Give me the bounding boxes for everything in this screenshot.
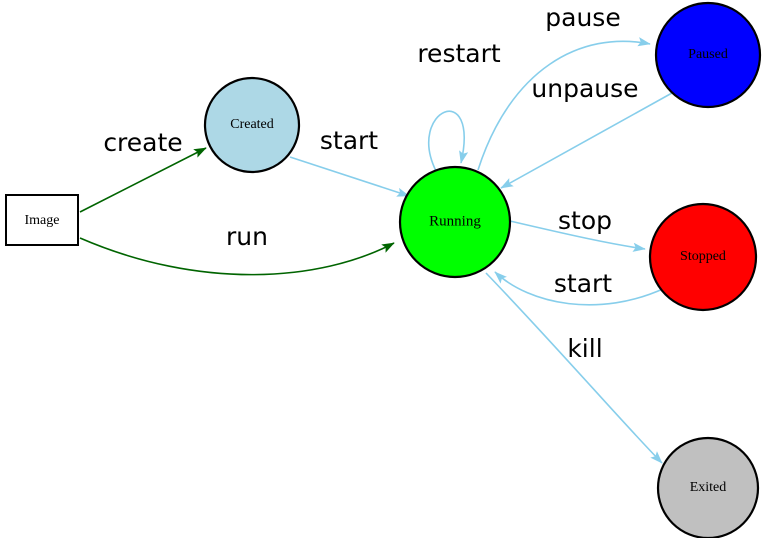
edge-stop[interactable]: stop xyxy=(509,206,646,252)
edge-label-start-from-created: start xyxy=(320,126,378,155)
edge-pause-path xyxy=(477,37,651,171)
edge-create[interactable]: create xyxy=(79,128,207,213)
edge-run[interactable]: run xyxy=(79,222,395,276)
edge-stop-path xyxy=(509,220,646,252)
node-stopped-circle xyxy=(648,202,758,312)
node-running-circle xyxy=(398,165,512,279)
edge-start-from-stopped-path xyxy=(494,271,666,306)
node-running[interactable]: Running xyxy=(398,165,512,279)
node-exited[interactable]: Exited xyxy=(656,436,760,538)
edge-restart-path xyxy=(427,110,469,172)
node-exited-circle xyxy=(656,436,760,538)
edge-label-kill: kill xyxy=(567,334,602,363)
edge-label-restart: restart xyxy=(417,39,501,68)
node-created-circle xyxy=(203,76,301,174)
node-stopped[interactable]: Stopped xyxy=(648,202,758,312)
edge-unpause[interactable]: unpause xyxy=(500,74,673,189)
edge-label-pause: pause xyxy=(545,3,620,32)
edge-create-path xyxy=(79,147,207,213)
edge-label-create: create xyxy=(103,128,182,157)
edge-label-start-from-stopped: start xyxy=(554,269,612,298)
edge-start-from-created[interactable]: start xyxy=(289,126,410,197)
node-image-rect xyxy=(5,194,79,246)
edge-kill-path xyxy=(485,272,663,464)
edge-kill[interactable]: kill xyxy=(485,272,663,464)
edge-restart[interactable]: restart xyxy=(417,39,501,172)
nodes-layer: Image Created Running Paused Stopped Exi xyxy=(5,1,762,538)
node-created[interactable]: Created xyxy=(203,76,301,174)
edge-pause[interactable]: pause xyxy=(477,3,651,171)
node-image[interactable]: Image xyxy=(5,194,79,246)
edge-label-unpause: unpause xyxy=(531,74,638,103)
node-paused-circle xyxy=(654,1,762,109)
edge-label-stop: stop xyxy=(558,206,612,235)
edge-run-path xyxy=(79,237,395,276)
edge-start-from-stopped[interactable]: start xyxy=(494,269,666,306)
edge-label-run: run xyxy=(226,222,268,251)
edge-start-from-created-path xyxy=(289,156,410,197)
edges-layer: create run start restart pause unpause xyxy=(79,3,673,464)
node-paused[interactable]: Paused xyxy=(654,1,762,109)
edge-unpause-path xyxy=(500,92,673,189)
